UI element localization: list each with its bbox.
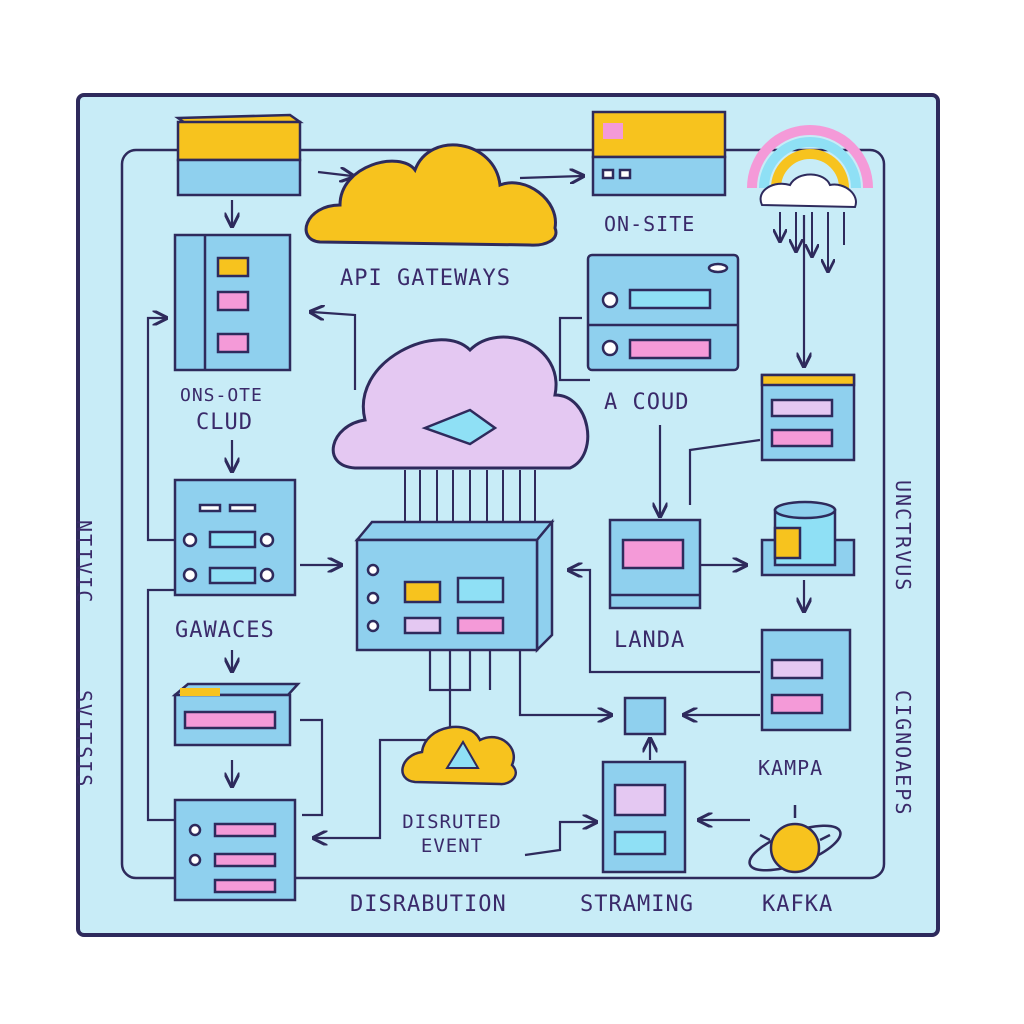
rain-lines — [780, 212, 845, 270]
bottom-left-server — [173, 798, 297, 902]
sun-icon — [748, 805, 842, 874]
label-a-coud: A COUD — [604, 390, 690, 415]
inner-loop — [120, 148, 886, 880]
small-node-box — [623, 696, 667, 736]
label-straming: STRAMING — [580, 892, 694, 917]
label-ntivic: NTIVIC — [72, 520, 96, 605]
cloud-wires — [404, 470, 536, 522]
label-disrabution: DISRABUTION — [350, 892, 507, 917]
right-stack-server — [760, 373, 856, 462]
central-server — [354, 518, 555, 654]
label-clud: CLUD — [196, 410, 253, 435]
play-triangle-icon — [421, 408, 498, 446]
connectors — [146, 172, 804, 857]
label-kampa: KAMPA — [758, 756, 824, 780]
a-coud-server — [586, 253, 740, 372]
label-kafka: KAFKA — [762, 892, 834, 917]
label-ons-ote: ONS-OTE — [180, 385, 263, 406]
on-site-server-box — [591, 110, 727, 197]
gawaces-server — [173, 478, 297, 597]
database-icon — [760, 500, 856, 577]
label-on-site: ON-SITE — [604, 212, 696, 236]
rainbow-icon — [747, 125, 873, 209]
kampa-server — [760, 628, 852, 732]
label-disruted-event: DISRUTED EVENT — [402, 811, 502, 857]
label-cignoaeps: CIGNOAEPS — [891, 690, 915, 817]
label-gawaces: GAWACES — [175, 618, 275, 643]
left-tall-server — [173, 233, 292, 372]
label-landa: LANDA — [614, 628, 686, 653]
label-unctrvus: UNCTRVUS — [891, 480, 915, 593]
landa-server — [608, 518, 702, 610]
streaming-server — [601, 760, 687, 874]
yellow-cloud-icon — [304, 143, 558, 247]
top-left-server-box — [174, 113, 304, 197]
small-yellow-cloud-icon — [401, 725, 517, 786]
label-api-gateways: API GATEWAYS — [340, 266, 511, 291]
flat-gateway-box — [171, 682, 301, 747]
purple-cloud-icon — [331, 335, 590, 470]
label-svitsis: SVITSIS — [72, 690, 96, 789]
